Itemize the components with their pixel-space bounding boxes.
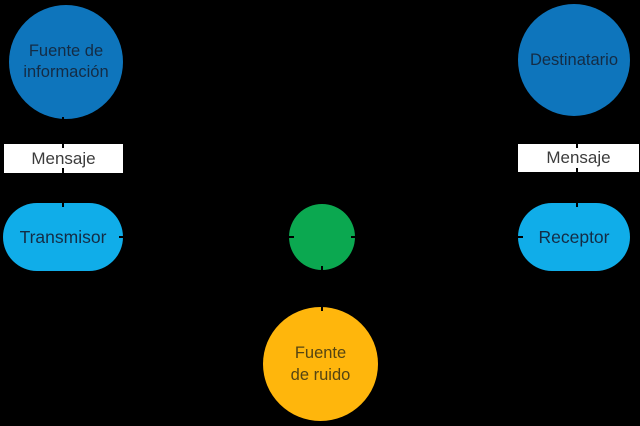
node-receptor: Receptor [518,203,630,271]
node-fuente-de-informacion: Fuente de información [9,5,123,119]
label-receptor: Receptor [538,226,610,247]
label-fuente-de-informacion-line2: información [23,63,109,81]
label-destinatario: Destinatario [529,50,619,69]
label-fuente-de-ruido-line1: Fuente [294,344,347,362]
arrow-fuente-informacion-to-mensaje-left [62,117,64,148]
arrow-mensaje-left-to-transmisor [62,168,64,207]
label-transmisor: Transmisor [19,226,107,247]
label-fuente-de-informacion-line1: Fuente de [28,42,104,60]
arrow-canal-to-receptor [351,236,523,238]
node-canal-green-circle [289,204,355,270]
node-transmisor: Transmisor [3,203,123,271]
arrow-transmisor-to-canal [119,236,294,238]
node-mensaje-right: Mensaje [518,144,639,172]
label-mensaje-right: Mensaje [546,148,611,167]
arrow-receptor-to-mensaje-right [576,168,578,207]
node-destinatario: Destinatario [518,4,630,116]
arrow-fuente-ruido-to-canal [321,266,323,311]
arrow-mensaje-right-to-destinatario [576,117,578,148]
label-mensaje-left: Mensaje [31,148,96,168]
node-fuente-de-ruido: Fuente de ruido [263,307,378,421]
label-fuente-de-ruido-line2: de ruido [290,366,351,384]
